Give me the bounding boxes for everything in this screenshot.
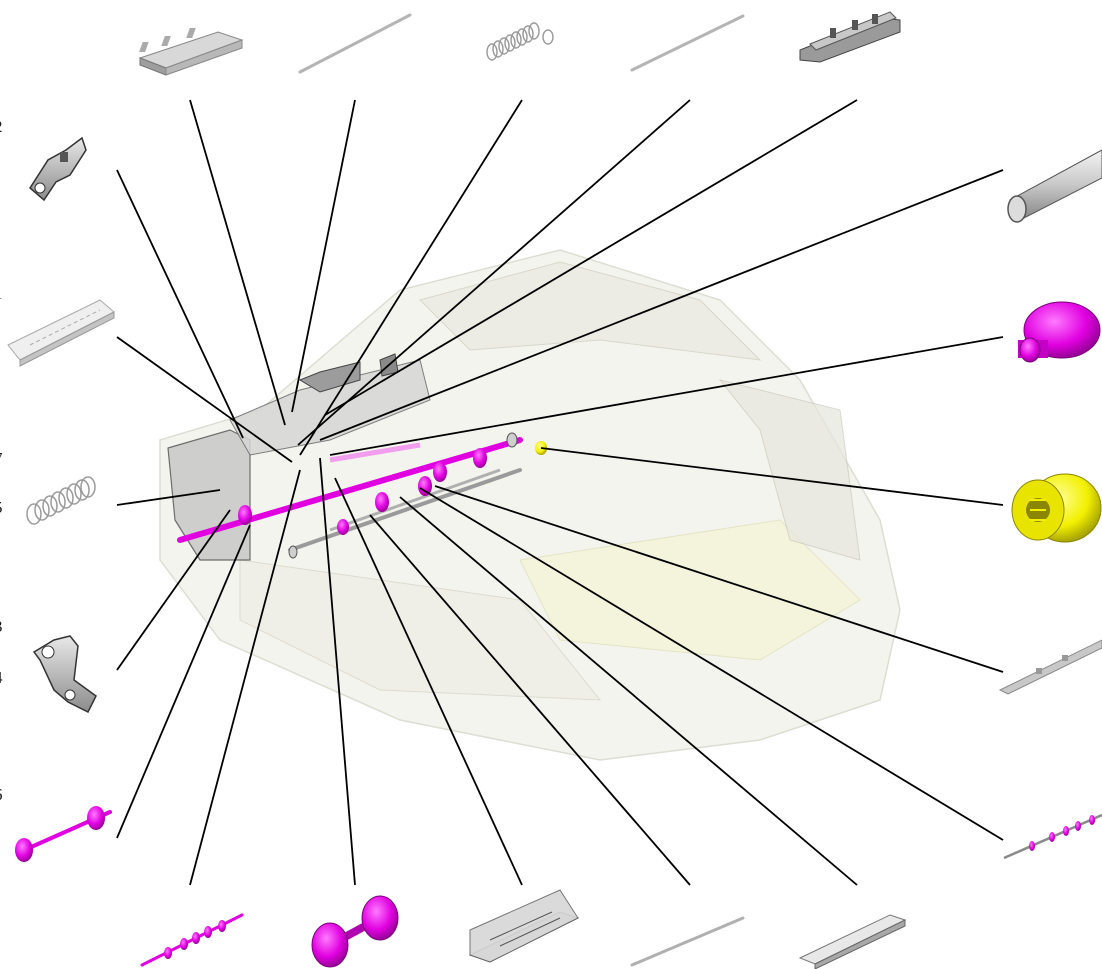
leader-line	[116, 489, 221, 506]
leader-line	[434, 485, 1004, 673]
leader-line	[291, 99, 356, 413]
leader-line	[297, 99, 691, 446]
flat-spring-part-icon	[998, 639, 1102, 695]
leader-line	[319, 457, 356, 886]
callout-number: 5	[0, 499, 8, 517]
roller-shaft-part-icon	[15, 806, 112, 862]
guide-rail-part-icon	[138, 28, 244, 76]
shaft-thin-part-icon	[298, 13, 412, 74]
leader-lines	[116, 99, 1004, 886]
leader-line	[116, 336, 293, 463]
roller-shaft-long-part-icon	[140, 913, 244, 967]
leader-line	[324, 99, 858, 416]
feed-roller-part-icon	[1018, 301, 1101, 363]
frame-bracket-part-icon	[799, 11, 901, 63]
leader-line	[419, 487, 1004, 841]
compression-spring-part-icon	[486, 22, 554, 61]
callout-number: 6	[0, 786, 8, 804]
callout-number: 2	[0, 118, 8, 136]
hinge-part-icon	[32, 635, 97, 714]
tube-roller-part-icon	[1007, 149, 1102, 223]
shaft-long-part-icon	[630, 916, 745, 967]
leader-line	[189, 99, 286, 426]
leader-line	[116, 169, 244, 439]
leader-line	[399, 496, 858, 886]
callout-number: 3	[0, 618, 8, 636]
leader-line	[329, 336, 1004, 456]
gear-roller-part-icon	[1011, 473, 1102, 543]
callout-number: 1	[0, 285, 8, 303]
lever-part-icon	[29, 136, 87, 202]
leader-line	[189, 469, 301, 886]
spring-part-icon	[26, 476, 96, 525]
leader-line	[369, 514, 691, 886]
pickup-roller-pair-part-icon	[311, 895, 399, 968]
leader-line	[540, 447, 1004, 506]
leader-line	[116, 509, 231, 671]
paper-guide-part-icon	[7, 299, 115, 367]
leader-line	[334, 477, 523, 886]
guide-plate-part-icon	[798, 914, 907, 969]
callout-number: 7	[0, 450, 8, 468]
exit-roller-shaft-part-icon	[1003, 813, 1102, 860]
leader-line	[319, 169, 1004, 441]
callout-number: 4	[0, 669, 8, 687]
leader-line	[116, 524, 251, 839]
separation-pad-part-icon	[468, 889, 580, 963]
leader-line	[299, 99, 523, 456]
shaft-thin-part-icon-2	[630, 14, 745, 72]
main-assembly	[159, 249, 901, 761]
